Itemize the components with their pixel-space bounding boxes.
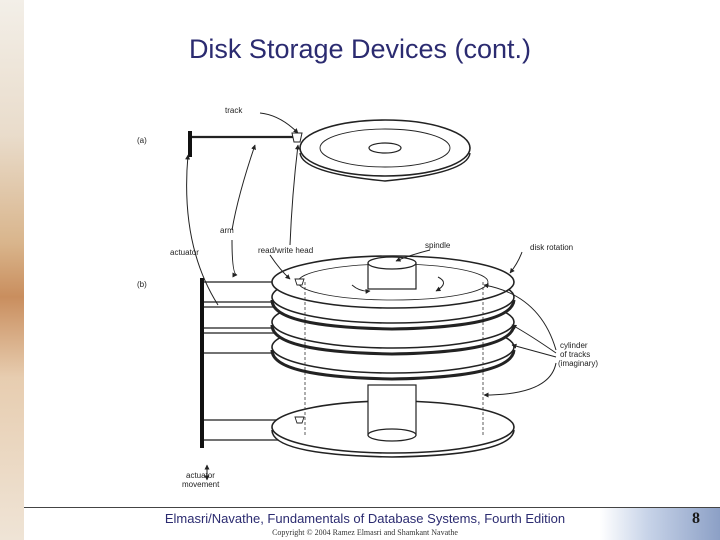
arm-a xyxy=(188,131,303,157)
label-cylinder-line1: cylinder xyxy=(560,341,588,350)
label-actuator-movement-line1: actuator xyxy=(186,471,215,480)
slide-title: Disk Storage Devices (cont.) xyxy=(188,34,532,64)
label-arm: arm xyxy=(220,226,234,235)
label-disk-rotation: disk rotation xyxy=(530,243,573,252)
footer-divider xyxy=(24,507,720,508)
label-actuator: actuator xyxy=(170,248,199,257)
single-platter xyxy=(299,119,471,182)
disk-pack xyxy=(270,255,516,458)
decorative-sidebar xyxy=(0,0,24,540)
label-cylinder-line3: (imaginary) xyxy=(558,359,598,368)
disk-diagram: (a) (b) track arm actuator read/write he… xyxy=(137,106,598,489)
footer-copyright: Copyright © 2004 Ramez Elmasri and Shamk… xyxy=(272,528,458,537)
footer-accent-band xyxy=(600,508,720,540)
label-read-write-head: read/write head xyxy=(258,246,313,255)
label-part-a: (a) xyxy=(137,136,147,145)
annotation-arrows xyxy=(185,112,557,481)
label-part-b: (b) xyxy=(137,280,147,289)
footer-citation: Elmasri/Navathe, Fundamentals of Databas… xyxy=(164,511,566,526)
page-number: 8 xyxy=(692,510,700,527)
label-spindle: spindle xyxy=(425,241,451,250)
label-track: track xyxy=(225,106,243,115)
label-cylinder-line2: of tracks xyxy=(560,350,590,359)
label-actuator-movement-line2: movement xyxy=(182,480,220,489)
